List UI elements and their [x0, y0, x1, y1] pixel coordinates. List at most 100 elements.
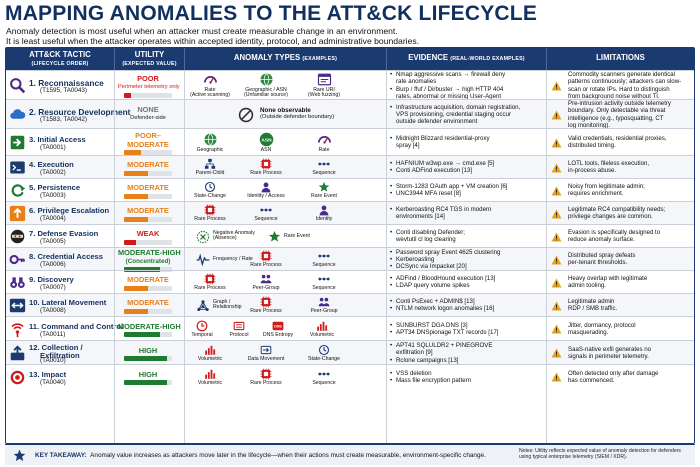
- identity-icon: [260, 181, 272, 193]
- rare-event-icon: [318, 181, 330, 193]
- anomaly-type: Frequency / Rate: [196, 253, 253, 266]
- evidence-list: Password spray Event 4625 clusteringKerb…: [390, 249, 548, 271]
- utility-bar-fill: [124, 216, 148, 222]
- limitations-text: Pre-intrusion activity outside telemetry…: [568, 99, 671, 129]
- volumetric-icon: [316, 320, 328, 332]
- svg-text:ASN: ASN: [261, 137, 272, 143]
- anomaly-type: State-Change: [185, 181, 235, 200]
- utility-cell: MODERATE-HIGH: [118, 321, 181, 331]
- clock-icon: [196, 320, 208, 332]
- tactic-id: (TA0002): [40, 169, 66, 176]
- evidence-item: LDAP query volume spikes: [390, 282, 548, 290]
- tactic-name: 2. Resource Development: [29, 107, 131, 117]
- tactic-id: (TA0005): [40, 238, 66, 245]
- subtitle-line-2: It is least useful when the attacker ope…: [6, 36, 420, 46]
- utility-bar-fill: [124, 285, 148, 291]
- utility-label: MODERATE: [127, 183, 169, 193]
- warning-icon: [551, 324, 562, 334]
- utility-cell: MODERATE: [118, 299, 178, 307]
- persistence-cycle-icon: [9, 182, 26, 199]
- evidence-item: Storm-1283 OAuth app + VM creation [6]: [390, 183, 548, 191]
- utility-label: MODERATE: [127, 160, 169, 170]
- warning-icon: [551, 278, 562, 288]
- column-divider: [386, 70, 387, 443]
- sequence-icon: [318, 273, 330, 285]
- anomaly-type: Rare Process: [241, 296, 291, 315]
- cloud-icon: [9, 106, 26, 123]
- anomaly-type: Identity: [299, 204, 349, 223]
- anomaly-type: Sequence: [241, 204, 291, 223]
- evidence-item: Conti ADFind execution [13]: [390, 167, 548, 175]
- peer-group-icon: [318, 296, 330, 308]
- tactic-id: (TA0003): [40, 192, 66, 199]
- evidence-list: Kerberoasting RC4 TGS in modernenvironme…: [390, 206, 548, 221]
- anomaly-type: Rare URI(Web fuzzing): [299, 72, 349, 100]
- evidence-list: Nmap aggressive scans → firewall denyrat…: [390, 71, 548, 100]
- tactic-id: (T1583, TA0042): [40, 116, 88, 123]
- rare-process-icon: [260, 250, 272, 262]
- utility-label: MODERATE-HIGH: [118, 248, 181, 258]
- sequence-icon: [318, 250, 330, 262]
- protocol-icon: [233, 320, 245, 332]
- utility-bar: [124, 92, 172, 98]
- evidence-item: APT34 DNSpionage TXT records [17]: [390, 329, 548, 337]
- anomaly-type: Rare Process: [241, 250, 291, 269]
- anomaly-type: Sequence: [299, 250, 349, 269]
- evidence-list: Conti PsExec + ADMIN$ [13]NTLM network l…: [390, 298, 548, 313]
- tactic-id: (TA0007): [40, 284, 66, 291]
- browser-window-icon: [317, 72, 332, 87]
- dns-icon: DNS: [272, 320, 284, 332]
- utility-label: MODERATE: [127, 275, 169, 285]
- anomaly-type: Peer-Group: [241, 273, 291, 292]
- utility-bar-fill: [124, 380, 168, 386]
- peer-group-icon: [260, 273, 272, 285]
- utility-label-line-2: (Concentrated): [125, 257, 171, 265]
- asn-badge-icon: ASN: [259, 132, 274, 147]
- column-divider: [114, 70, 115, 443]
- anomaly-type: Rare Event: [268, 230, 310, 242]
- utility-bar-fill: [124, 92, 132, 98]
- utility-bar: [124, 239, 172, 245]
- rare-process-icon: [260, 158, 272, 170]
- evidence-item: NTLM network logon anomalies [16]: [390, 305, 548, 313]
- svg-text:DNS: DNS: [274, 324, 282, 328]
- utility-bar-fill: [124, 308, 148, 314]
- anomaly-type: Temporal: [177, 320, 227, 339]
- utility-bar-fill: [124, 170, 148, 176]
- warning-icon: [551, 209, 562, 219]
- warning-icon: [551, 81, 562, 91]
- header-tactic: ATT&CK TACTIC(LIFECYCLE ORDER): [6, 48, 114, 70]
- utility-bar: [124, 308, 172, 314]
- rare-process-icon: [204, 273, 216, 285]
- utility-cell: HIGH: [118, 346, 178, 355]
- volumetric-icon: [204, 344, 216, 356]
- utility-bar-fill: [124, 149, 141, 155]
- tactic-name: 6. Privilege Escalation: [29, 206, 110, 215]
- utility-label-line-2: MODERATE: [127, 139, 169, 149]
- limitations-text: Noisy from legitimate admin;requires enr…: [568, 183, 645, 198]
- sequence-icon: [318, 158, 330, 170]
- utility-bar: [124, 332, 172, 338]
- utility-bar-fill: [124, 193, 148, 199]
- utility-label: MODERATE-HIGH: [118, 321, 181, 331]
- key-takeaway-bar: KEY TAKEAWAY: Anomaly value increases as…: [5, 444, 695, 465]
- not-observable-icon: [238, 107, 254, 123]
- anomaly-type: Sequence: [299, 158, 349, 177]
- evidence-item: Burp / ffuf / Dirbuster → high HTTP 404: [390, 86, 548, 94]
- header-anomaly-types: ANOMALY TYPES (EXAMPLES): [184, 48, 386, 70]
- anomaly-type: Volumetric: [185, 344, 235, 363]
- state-change-icon: [318, 344, 330, 356]
- volumetric-icon: [204, 368, 216, 380]
- evidence-item: environments [14]: [396, 213, 445, 221]
- warning-icon: [551, 186, 562, 196]
- table-row: 8. Credential Access(TA0006)MODERATE-HIG…: [6, 247, 694, 272]
- evidence-item: Kerberoasting RC4 TGS in modern: [390, 206, 548, 214]
- evidence-item: exfiltration [9]: [396, 349, 433, 357]
